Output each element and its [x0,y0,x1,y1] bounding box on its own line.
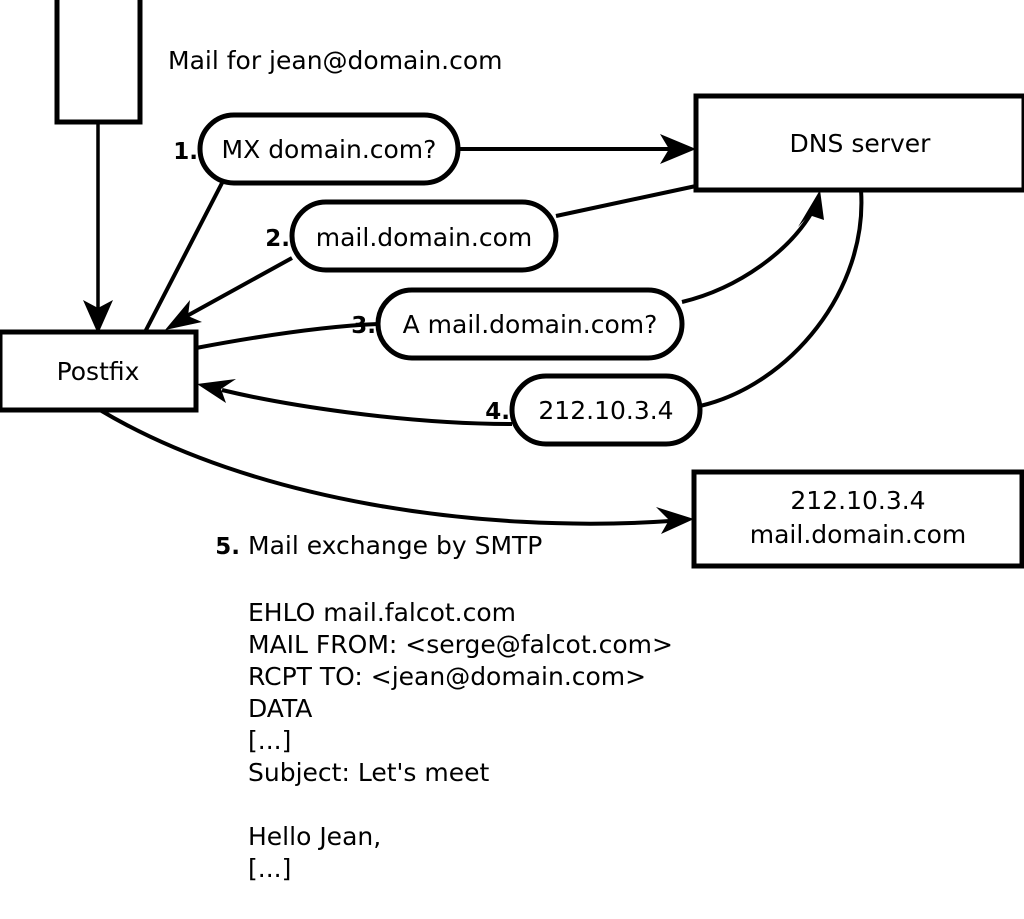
edge-step3-dns-arrowhead [798,190,824,227]
transcript-line: [...] [248,854,291,883]
transcript-line: DATA [248,694,312,723]
node-postfix: Postfix [0,329,199,413]
edge-dns-to-step4 [699,189,864,408]
edge-postfix-to-mail-server [98,408,694,534]
step-2-bubble: mail.domain.com 2. [265,199,559,273]
edge-client-postfix-arrowhead [83,300,113,334]
client-box [54,0,143,125]
step-4-number: 4. [485,399,510,425]
mail-server-host-label: mail.domain.com [750,520,966,549]
edge-step1-dns-arrowhead [660,134,696,164]
step-1-number: 1. [173,139,198,165]
edge-postfix-mail-server-arrowhead [656,507,694,534]
step-3-number: 3. [351,313,376,339]
edge-step1-to-dns [458,134,696,164]
edge-dns-to-step2 [555,184,697,218]
mail-server-ip-label: 212.10.3.4 [790,486,925,515]
transcript-line: RCPT TO: <jean@domain.com> [248,662,646,691]
transcript-line: MAIL FROM: <serge@falcot.com> [248,630,673,659]
dns-server-label: DNS server [790,129,932,158]
edge-step4-to-postfix [197,379,513,426]
postfix-box [0,329,199,413]
transcript-line: Subject: Let's meet [248,758,489,787]
step-5-caption: 5. Mail exchange by SMTP [215,531,542,560]
edge-step2-postfix-arrowhead [165,300,202,330]
transcript-line: Hello Jean, [248,822,381,851]
step-5-text: Mail exchange by SMTP [248,531,542,560]
step-2-number: 2. [265,226,290,252]
step-3-bubble: A mail.domain.com? 3. [351,287,685,361]
transcript-line: EHLO mail.falcot.com [248,598,516,627]
step-3-bubble-label: A mail.domain.com? [403,310,658,339]
step-1-bubble: MX domain.com? 1. [173,112,461,186]
edge-step3-to-dns [681,190,824,304]
node-client [54,0,143,125]
step-1-bubble-label: MX domain.com? [222,135,437,164]
edge-postfix-step3-line [195,322,379,350]
node-mail-server: 212.10.3.4 mail.domain.com [691,469,1024,569]
postfix-label: Postfix [57,357,140,386]
step-4-bubble: 212.10.3.4 4. [485,373,703,447]
edge-step4-postfix-line [221,388,513,426]
step-4-bubble-shape [509,373,703,447]
dns-server-box [693,93,1024,193]
edge-postfix-to-step3 [195,322,379,350]
edge-step2-postfix-line [184,256,293,319]
edge-client-to-postfix [83,122,113,334]
edge-step3-dns-line [681,210,814,304]
node-dns-server: DNS server [693,93,1024,193]
step-4-bubble-label: 212.10.3.4 [538,396,673,425]
step-3-bubble-shape [375,287,685,361]
edge-dns-step2-line [555,184,697,218]
edge-step4-postfix-arrowhead [197,379,236,403]
step-1-bubble-shape [197,112,461,186]
transcript-line: [...] [248,726,291,755]
edge-dns-step4-line [699,189,864,408]
edge-step2-to-postfix [165,256,293,330]
diagram-title: Mail for jean@domain.com [168,46,503,75]
edge-step1-tail [143,182,224,333]
edge-postfix-mail-server-line [98,408,671,526]
step-2-bubble-shape [289,199,559,273]
step-5-number: 5. [215,534,240,560]
step-2-bubble-label: mail.domain.com [316,223,532,252]
edge-step1-tail-line [143,182,224,333]
